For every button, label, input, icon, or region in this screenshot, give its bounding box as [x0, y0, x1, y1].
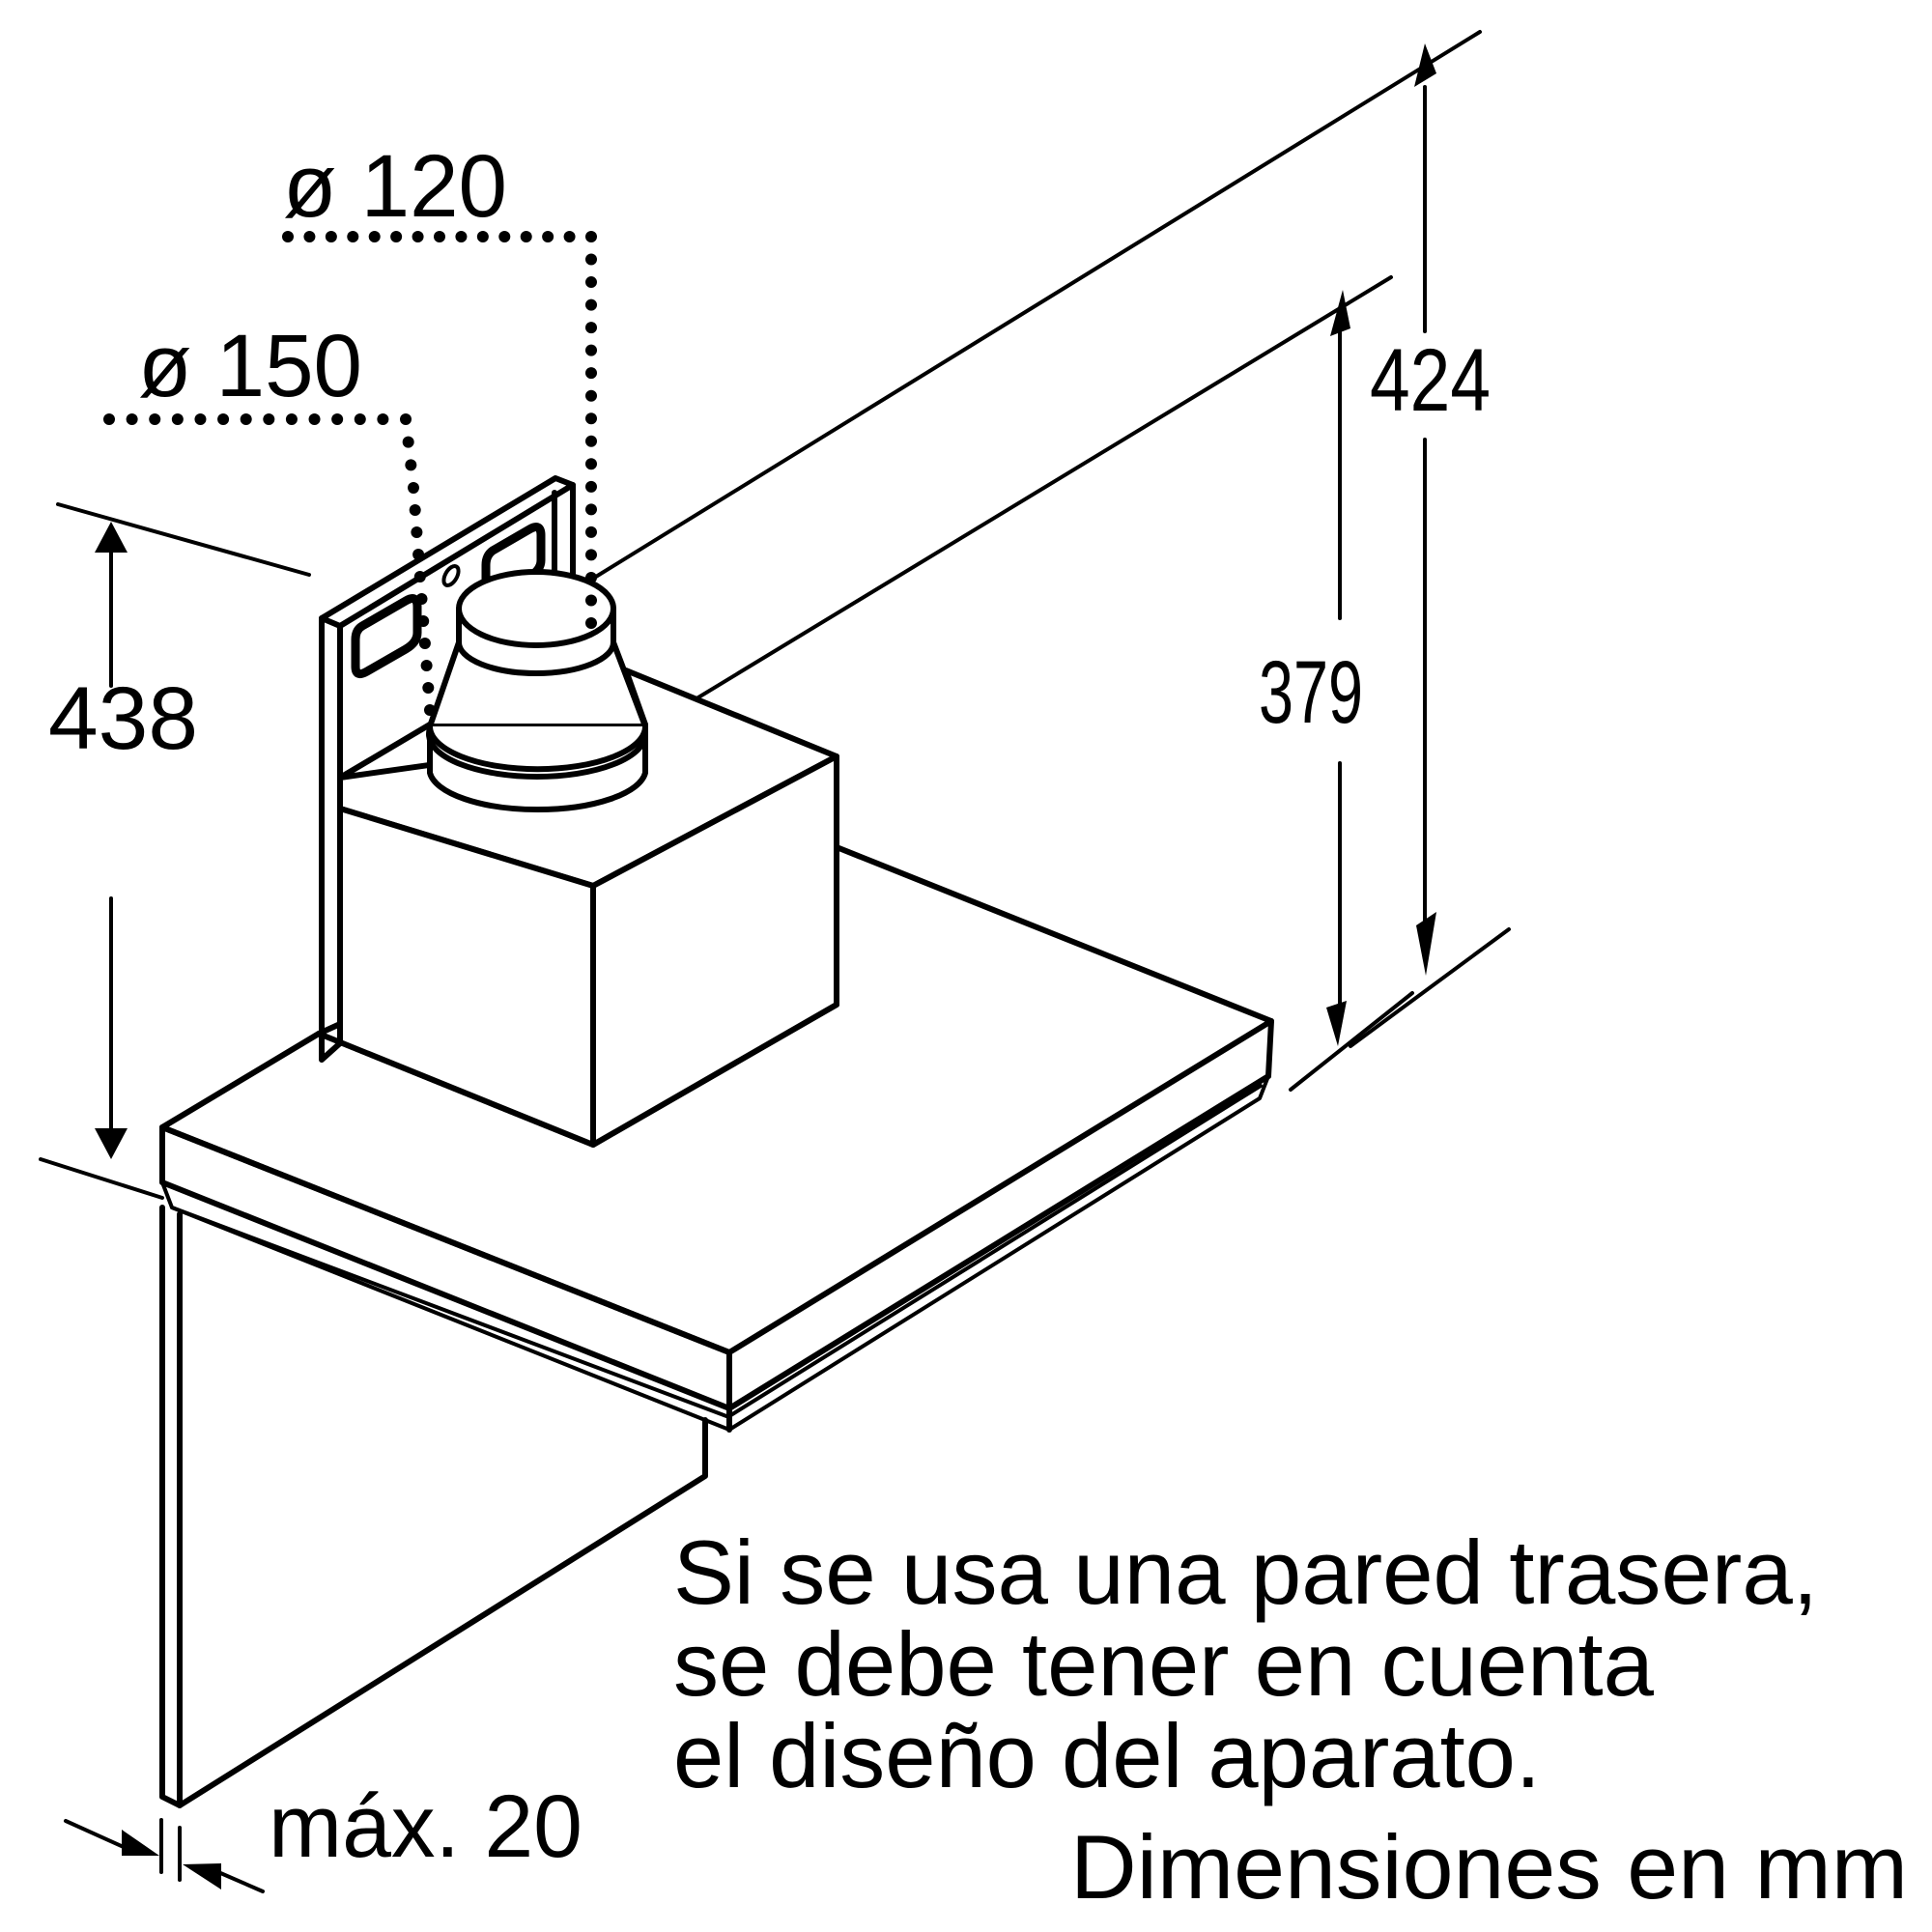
arrow-up-icon: [1330, 290, 1350, 336]
diameter-leader-150: [103, 413, 436, 716]
note-line: el diseño del aparato.: [673, 1705, 1541, 1806]
dimension-label-438: 438: [48, 669, 198, 768]
dimension-label-379: 379: [1259, 643, 1363, 742]
note-line: Si se usa una pared trasera,: [673, 1521, 1818, 1623]
duct-connector: [426, 569, 648, 813]
dimension-438: 438: [39, 502, 311, 1200]
diameter-leader-120: [282, 231, 597, 629]
hood-canopy: [159, 844, 1274, 1433]
dimension-424: 424: [1370, 43, 1491, 976]
arrow-up-icon: [95, 522, 128, 553]
dimension-label-wall-gap: máx. 20: [269, 1777, 582, 1876]
arrow-down-icon: [1416, 912, 1436, 976]
arrow-down-icon: [95, 1128, 128, 1159]
wall-reference-lines: [589, 30, 1511, 1092]
dimension-label-diameter-120: ø 120: [283, 137, 507, 236]
rear-wall-panel: [159, 1205, 708, 1808]
installation-note: Si se usa una pared trasera, se debe ten…: [673, 1521, 1818, 1806]
dimension-379: 379: [1259, 290, 1363, 1046]
arrow-down-icon: [1326, 1001, 1347, 1046]
dimension-label-diameter-150: ø 150: [138, 317, 362, 415]
dimension-label-424: 424: [1370, 331, 1491, 430]
dimension-wall-gap: máx. 20: [64, 1777, 582, 1893]
arrow-right-icon: [122, 1830, 159, 1856]
arrow-left-icon: [183, 1863, 221, 1889]
note-line: se debe tener en cuenta: [673, 1613, 1655, 1715]
backplate-slot-icon: [351, 594, 422, 679]
units-caption: Dimensiones en mm: [1070, 1816, 1908, 1918]
arrow-up-icon: [1414, 43, 1436, 87]
backplate-hole-icon: [441, 564, 461, 587]
